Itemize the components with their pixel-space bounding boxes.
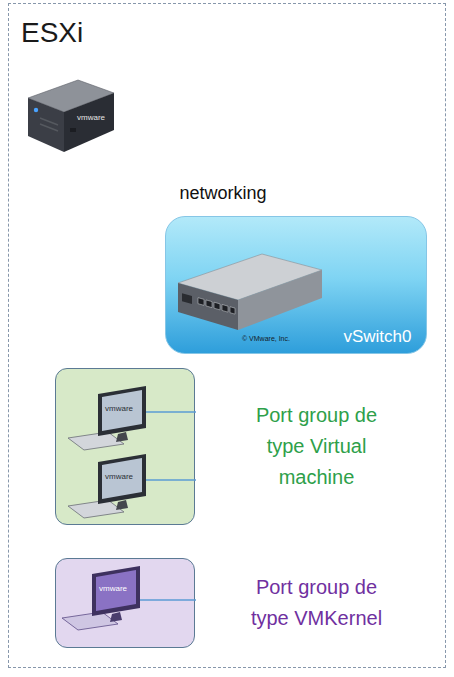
server-icon (28, 80, 114, 152)
switch-icon (178, 254, 322, 330)
logo-text: vmware (99, 584, 127, 593)
stub-wire (140, 599, 196, 600)
logo-text: © VMware, Inc. (242, 334, 290, 343)
host-title: ESXi (21, 16, 83, 50)
vm-monitor-icon (68, 454, 146, 518)
switch-name: vSwitch0 (343, 327, 411, 347)
portgroup-label: Port group de type VMKernel (241, 572, 393, 634)
logo-text: vmware (105, 472, 133, 481)
logo-text: vmware (77, 113, 105, 122)
stub-wire (146, 411, 196, 412)
vm-monitor-icon (68, 386, 146, 450)
stub-wire (146, 479, 196, 480)
portgroup-label: Port group de type Virtual machine (241, 400, 393, 493)
logo-text: vmware (105, 404, 133, 413)
section-heading: networking (180, 182, 267, 204)
vmkernel-icon (62, 566, 140, 630)
